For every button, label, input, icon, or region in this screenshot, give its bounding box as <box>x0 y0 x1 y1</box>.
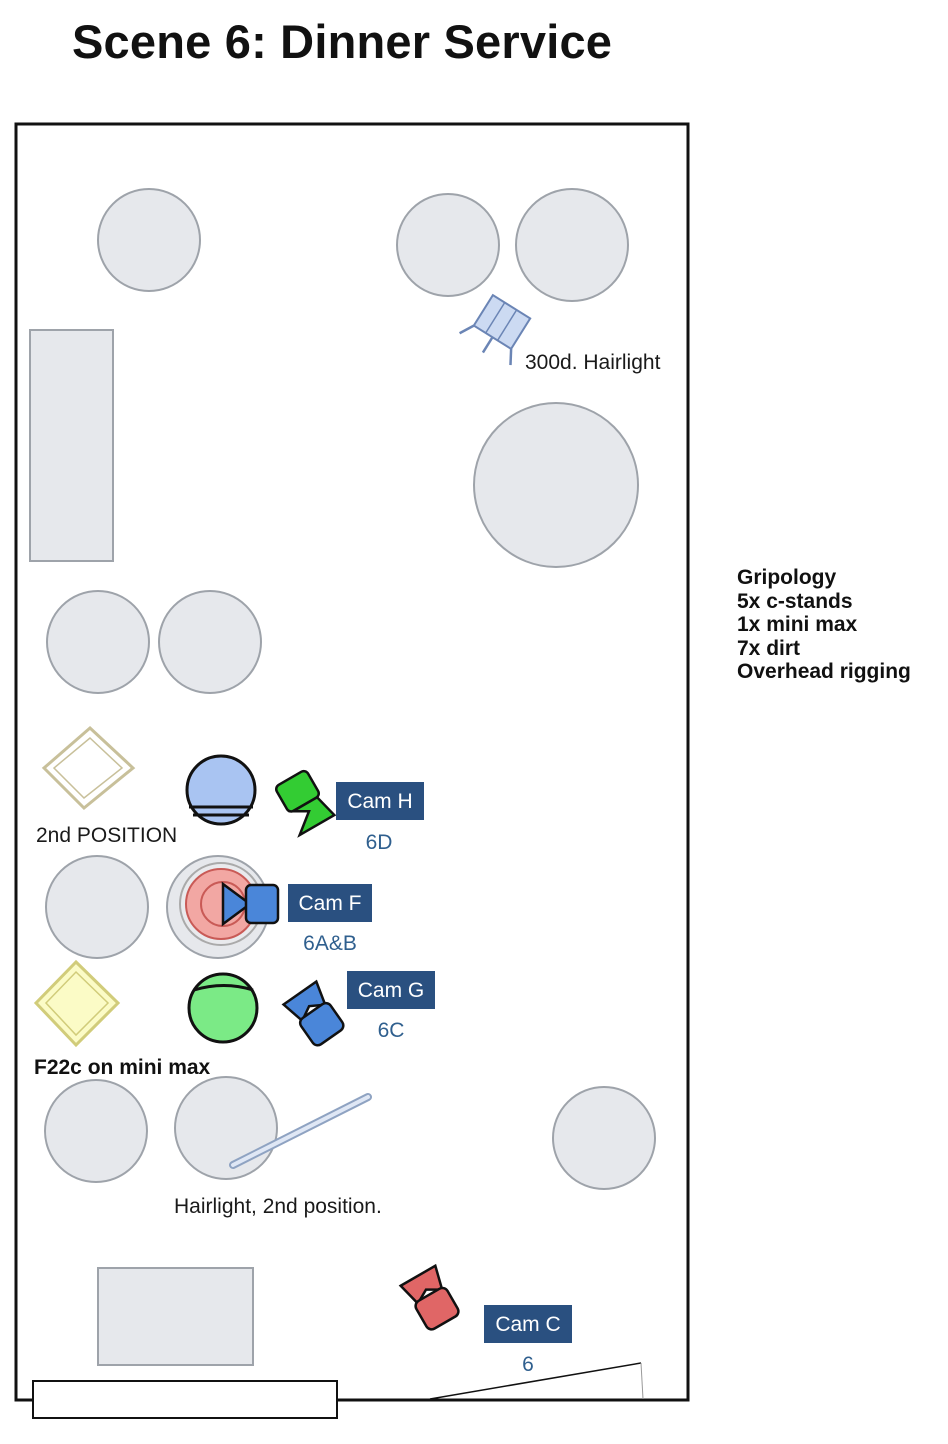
table-round <box>396 193 500 297</box>
tables <box>29 188 656 1366</box>
gear-heading: Gripology <box>737 566 837 589</box>
camera-h-icon <box>274 769 337 838</box>
page-title: Scene 6: Dinner Service <box>72 15 613 68</box>
gear-list: Gripology 5x c-stands 1x mini max 7x dir… <box>737 566 911 684</box>
table-round <box>44 1079 148 1183</box>
actor-green-icon <box>187 972 259 1044</box>
camera-f-tag <box>288 884 372 922</box>
table-round <box>552 1086 656 1190</box>
table-round-large <box>473 402 639 568</box>
table-round <box>158 590 262 694</box>
light-f22c-icon <box>33 959 121 1048</box>
camera-c-tag <box>484 1305 572 1343</box>
camera-h-label: Cam H <box>347 790 412 813</box>
camera-f-label: Cam F <box>299 892 362 915</box>
label-second-position: 2nd POSITION <box>36 824 177 847</box>
hairlight-300d-icon <box>459 293 532 366</box>
camera-f-icon <box>221 881 280 927</box>
camera-g-tag <box>347 971 435 1009</box>
door <box>429 1362 644 1400</box>
camera-c-shot: 6 <box>522 1353 534 1376</box>
camera-g-icon <box>281 979 345 1047</box>
camera-g-shot: 6C <box>378 1019 405 1042</box>
gear-item: 5x c-stands <box>737 589 853 613</box>
camera-f-shot: 6A&B <box>303 932 357 955</box>
gear-item: 1x mini max <box>737 613 858 636</box>
table-round <box>174 1076 278 1180</box>
light-second-position-icon <box>41 725 136 811</box>
camera-c-icon <box>398 1263 460 1331</box>
table-round <box>45 855 149 959</box>
camera-g-label: Cam G <box>358 979 425 1002</box>
table-square <box>97 1267 254 1366</box>
actor-red-icon <box>179 862 263 946</box>
label-hairlight-300d: 300d. Hairlight <box>525 351 661 374</box>
table-round <box>46 590 150 694</box>
camera-h-tag <box>336 782 424 820</box>
camera-h-shot: 6D <box>366 831 393 854</box>
gear-item: Overhead rigging <box>737 660 911 683</box>
label-f22c: F22c on mini max <box>34 1056 211 1079</box>
camera-c-label: Cam C <box>495 1313 560 1336</box>
table-round <box>515 188 629 302</box>
table-round <box>97 188 201 292</box>
actor-blue-icon <box>185 754 257 826</box>
bar-counter <box>32 1380 338 1419</box>
label-hairlight-second: Hairlight, 2nd position. <box>174 1195 382 1218</box>
table-long <box>29 329 114 562</box>
gear-item: 7x dirt <box>737 636 801 660</box>
